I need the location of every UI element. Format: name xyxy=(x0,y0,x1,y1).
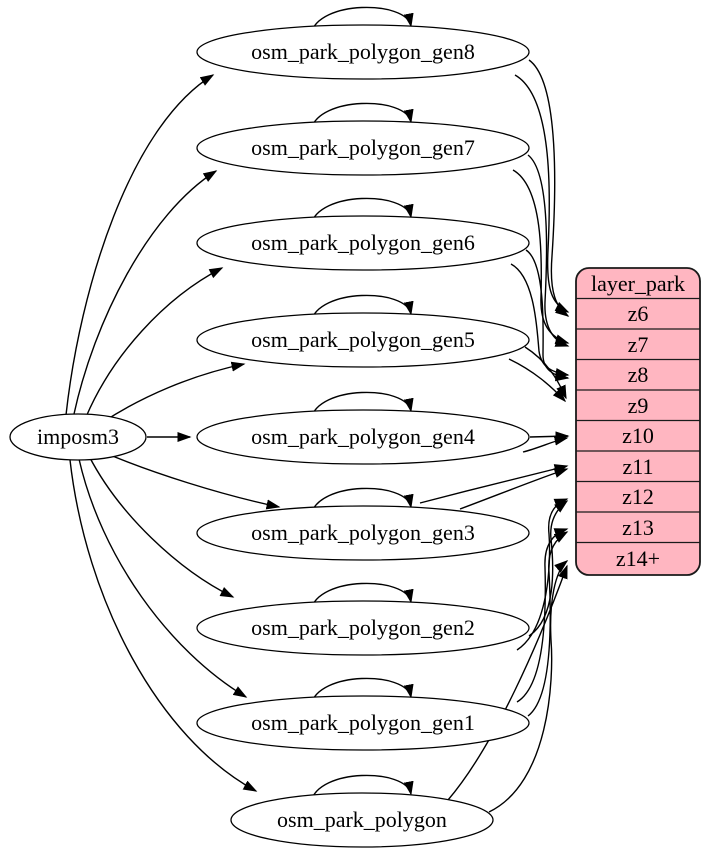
table-title: layer_park xyxy=(591,271,685,296)
table-row-z14-label: z14+ xyxy=(616,546,660,571)
edge-imposm3-to-gen7 xyxy=(73,170,218,415)
node-gen3-ellipse xyxy=(196,505,530,561)
edge-imposm3-to-gen6 xyxy=(85,267,224,418)
edge-gen6-to-z8-b xyxy=(525,249,570,382)
node-gen2-ellipse xyxy=(196,600,530,656)
table-row-z7-label: z7 xyxy=(628,332,649,357)
edges-to-layer-table xyxy=(419,59,570,813)
node-gen1-ellipse xyxy=(196,695,530,751)
table-row-z13-label: z13 xyxy=(622,515,654,540)
node-imposm3-ellipse xyxy=(9,413,147,461)
node-gen3-label: osm_park_polygon_gen3 xyxy=(251,520,475,545)
node-gen6-label: osm_park_polygon_gen6 xyxy=(251,230,475,255)
edge-gen3-to-z11-b xyxy=(419,464,569,504)
edge-gen8-to-z6-b xyxy=(528,59,570,317)
node-gen8-ellipse xyxy=(196,24,530,80)
self-loop-gen7 xyxy=(310,102,414,131)
node-gen7-label: osm_park_polygon_gen7 xyxy=(251,135,475,160)
node-polygon-label: osm_park_polygon xyxy=(277,807,447,832)
node-gen8-label: osm_park_polygon_gen8 xyxy=(251,39,475,64)
table-row-z12-label: z12 xyxy=(622,484,654,509)
edge-gen1-to-z13-b xyxy=(527,531,569,717)
edge-polygon-to-z14-a xyxy=(488,560,569,813)
table-row-z6-label: z6 xyxy=(628,301,649,326)
edge-imposm3-to-gen5 xyxy=(102,361,246,423)
self-loop-gen5 xyxy=(310,294,414,323)
node-gen4-label: osm_park_polygon_gen4 xyxy=(251,424,475,449)
edge-gen7-to-z7-b xyxy=(527,154,570,347)
node-gen7-ellipse xyxy=(196,120,530,176)
layer-park-table-body xyxy=(575,267,701,576)
edge-imposm3-to-gen8 xyxy=(65,74,215,416)
table-row-z10-label: z10 xyxy=(622,423,654,448)
edge-gen1-to-z13-a xyxy=(516,528,569,703)
node-gen4-ellipse xyxy=(196,409,530,465)
graph-nodes: imposm3 osm_park_polygon_gen8 osm_park_p… xyxy=(9,24,530,848)
edge-imposm3-to-gen3 xyxy=(102,451,281,510)
self-loop-edges xyxy=(310,6,414,803)
self-loop-gen2 xyxy=(310,582,414,611)
self-loop-gen1 xyxy=(310,677,414,706)
node-gen1-label: osm_park_polygon_gen1 xyxy=(251,710,475,735)
table-row-z8-label: z8 xyxy=(628,362,649,387)
self-loop-gen4 xyxy=(310,391,414,420)
edge-polygon-to-z14-b xyxy=(447,564,568,801)
node-gen5-ellipse xyxy=(196,312,530,368)
self-loop-gen8 xyxy=(310,6,414,35)
edge-gen8-to-z6-a xyxy=(514,74,570,313)
node-gen2-label: osm_park_polygon_gen2 xyxy=(251,615,475,640)
layer-park-table: layer_park z6 z7 z8 z9 z10 z11 z12 z13 z… xyxy=(575,267,701,576)
edge-imposm3-to-polygon xyxy=(69,459,258,792)
edge-imposm3-to-gen2 xyxy=(88,455,235,598)
edge-gen5-to-z9-b xyxy=(524,346,567,400)
node-gen5-label: osm_park_polygon_gen5 xyxy=(251,327,475,352)
edge-gen4-to-z10-b xyxy=(522,435,569,453)
self-loop-polygon xyxy=(310,774,414,803)
node-imposm3-label: imposm3 xyxy=(37,424,119,449)
edge-gen7-to-z7-a xyxy=(512,169,570,344)
edge-imposm3-to-gen1 xyxy=(78,458,248,698)
self-loop-gen3 xyxy=(310,487,414,516)
node-polygon-ellipse xyxy=(230,792,494,848)
table-row-z9-label: z9 xyxy=(628,393,649,418)
self-loop-gen6 xyxy=(310,197,414,226)
table-row-z11-label: z11 xyxy=(623,454,654,479)
edge-gen4-to-z10-a xyxy=(529,431,570,442)
edge-gen6-to-z8-a xyxy=(510,263,570,378)
node-gen6-ellipse xyxy=(196,215,530,271)
edges-from-imposm3 xyxy=(65,74,281,792)
